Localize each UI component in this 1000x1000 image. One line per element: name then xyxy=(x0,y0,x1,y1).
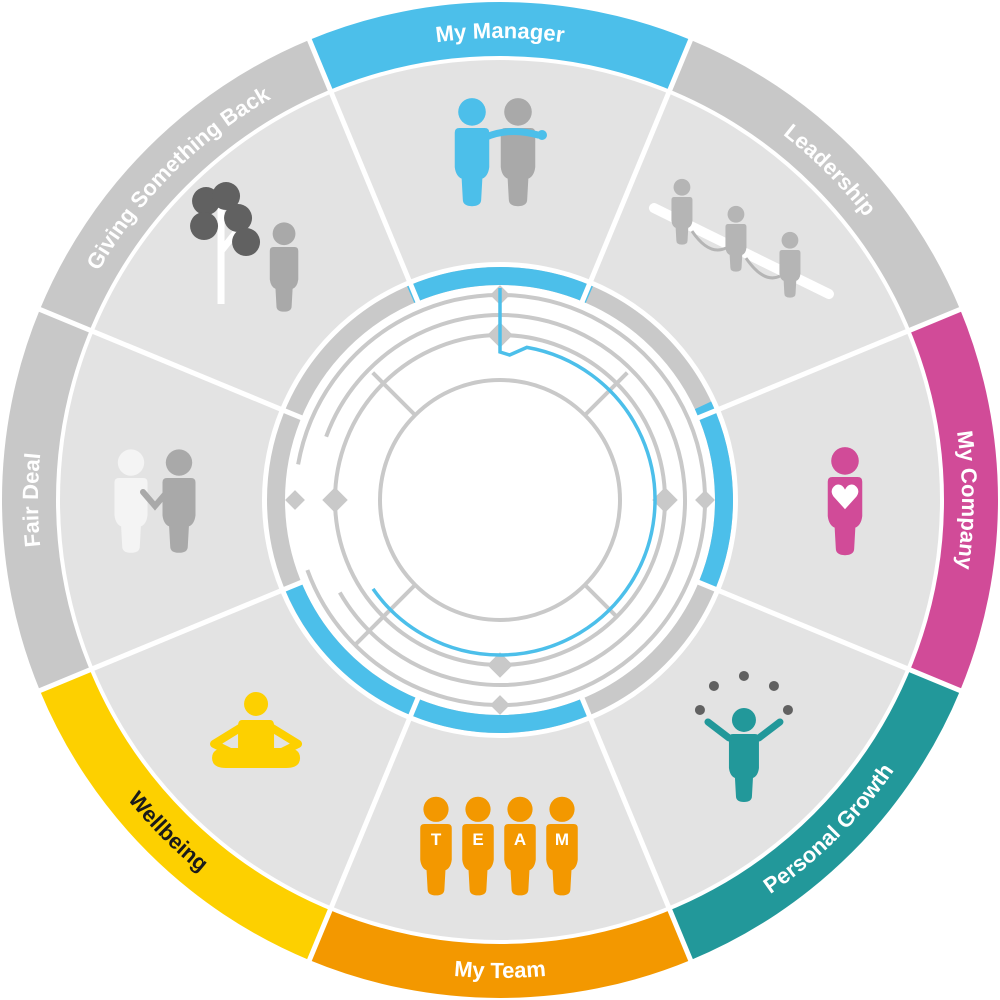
hub-track xyxy=(324,313,687,687)
hub-node xyxy=(487,652,513,678)
employee-figure xyxy=(500,98,536,207)
hub-connector xyxy=(583,583,619,619)
hub-core-circle xyxy=(378,378,622,622)
hub-highlight-path xyxy=(371,288,657,657)
meditator-head xyxy=(244,691,269,716)
band-fair-deal xyxy=(1,309,92,691)
hub-ring-highlight xyxy=(407,267,593,303)
meditator-body xyxy=(238,719,275,750)
team-member-figure xyxy=(462,796,494,896)
band-my-manager xyxy=(309,2,691,92)
label-text-my-team: My Team xyxy=(453,956,546,983)
juggling-ball xyxy=(738,670,749,681)
climber-figure xyxy=(725,205,747,272)
juggling-person-icon xyxy=(694,670,793,802)
hub-ring-gap xyxy=(281,578,306,593)
hub-node xyxy=(322,487,348,513)
team-letter: E xyxy=(472,830,483,849)
juggling-ball xyxy=(782,704,793,715)
band-leadership xyxy=(669,39,961,331)
manager-icon xyxy=(454,98,547,207)
rope xyxy=(690,230,781,280)
team-letter: A xyxy=(514,830,526,849)
segment-divider xyxy=(588,37,694,283)
segment-my-team xyxy=(330,719,670,942)
heart-icon xyxy=(831,484,859,510)
tree-person-icon xyxy=(190,182,299,312)
team-member-figure xyxy=(504,796,536,896)
climber-figure xyxy=(779,231,801,298)
manager-hand xyxy=(537,130,547,140)
juggling-ball xyxy=(768,680,779,691)
fair-deal-figure-right xyxy=(162,449,196,553)
hub-ring-gap xyxy=(407,281,422,306)
band-my-team xyxy=(309,908,691,998)
segment-divider xyxy=(717,306,963,412)
label-my-team: My Team xyxy=(453,956,546,983)
team-letter: T xyxy=(431,830,442,849)
segment-my-manager xyxy=(330,58,670,281)
manager-arm xyxy=(482,128,542,141)
hub-connector xyxy=(371,371,417,417)
hub-node xyxy=(490,695,510,715)
team-member-figure xyxy=(546,796,578,896)
hub-connector xyxy=(353,583,417,647)
company-heart-icon xyxy=(827,447,863,556)
manager-figure xyxy=(454,98,490,207)
climber-figure xyxy=(671,178,693,245)
hub-connector xyxy=(583,371,629,417)
juggler-figure xyxy=(728,707,759,802)
segment-divider xyxy=(306,717,412,963)
tree-leaf xyxy=(232,228,261,257)
band-giving-something-back xyxy=(39,39,331,331)
company-figure xyxy=(827,447,863,556)
leadership-icon xyxy=(648,178,834,300)
juggling-ball xyxy=(708,680,719,691)
segment-divider xyxy=(37,306,283,412)
team-letter: M xyxy=(555,830,569,849)
juggler-arms xyxy=(704,718,784,742)
hub-ring-gap xyxy=(694,407,719,422)
handshake xyxy=(140,489,170,511)
giving-figure xyxy=(269,222,299,312)
segment-divider xyxy=(588,717,694,963)
team-member-figure xyxy=(420,796,452,896)
meditator-legs xyxy=(212,747,301,768)
hub-ring-gap xyxy=(578,281,593,306)
hub-ring-gap xyxy=(694,578,719,593)
meditation-icon xyxy=(210,691,303,768)
tree-leaf xyxy=(190,212,219,241)
hub-ring-gap xyxy=(281,407,306,422)
handshake-icon xyxy=(114,449,196,553)
hub-track xyxy=(296,292,707,707)
segment-divider xyxy=(717,588,963,694)
hub-ring-gap xyxy=(578,694,593,719)
band-divider-ring xyxy=(56,56,944,944)
hub-ring-highlight xyxy=(694,401,733,588)
hub-node xyxy=(652,487,678,513)
fair-deal-figure-left xyxy=(114,449,148,553)
band-personal-growth xyxy=(669,669,961,961)
band-wellbeing xyxy=(39,669,331,961)
band-my-company xyxy=(908,309,998,691)
hub-node xyxy=(695,490,715,510)
juggling-ball xyxy=(694,704,705,715)
segment-divider xyxy=(37,588,283,694)
center-hub xyxy=(264,264,736,736)
hub-node xyxy=(285,490,305,510)
tree-leaf xyxy=(212,182,241,211)
tree-leaf xyxy=(224,204,253,233)
hub-ring-gap xyxy=(407,694,422,719)
segment-divider xyxy=(306,37,412,283)
